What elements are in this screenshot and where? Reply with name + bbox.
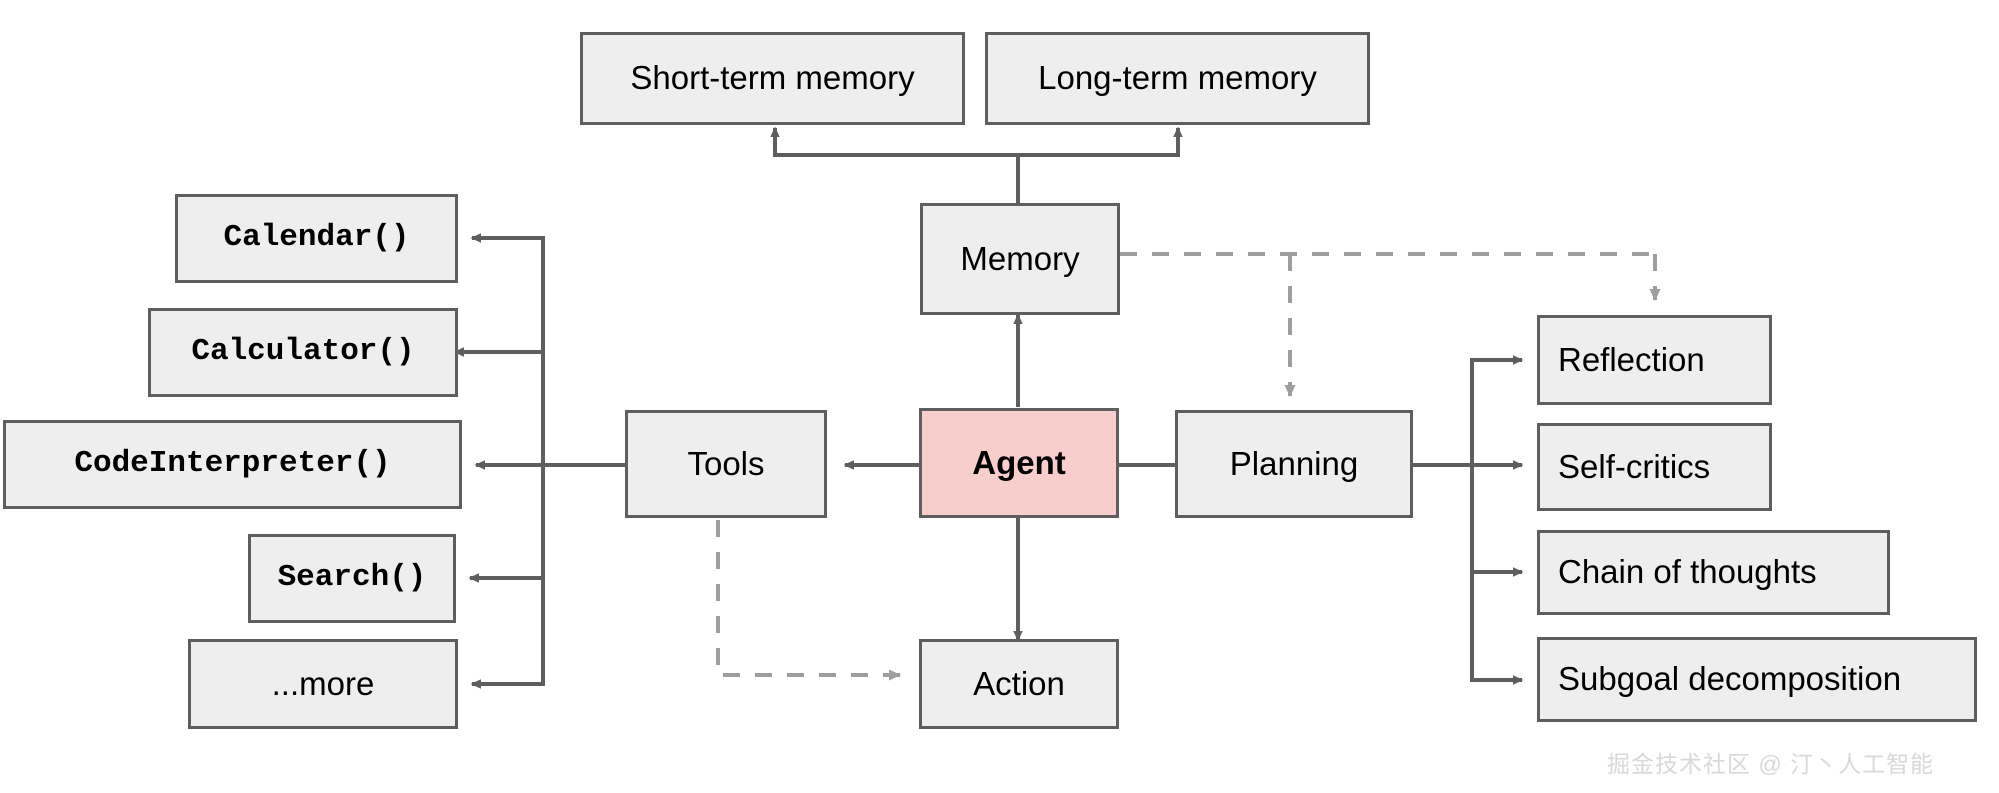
edge-planning-to-subgoal-decomposition [1470, 465, 1524, 685]
node-planning[interactable]: Planning [1175, 410, 1413, 518]
node-code-interpreter[interactable]: CodeInterpreter() [3, 420, 462, 509]
node-search[interactable]: Search() [248, 534, 456, 623]
edge-tools-to-action-dashed [716, 520, 901, 681]
node-short-term-memory[interactable]: Short-term memory [580, 32, 965, 125]
edge-memory-to-long-term [1018, 126, 1183, 157]
node-agent[interactable]: Agent [919, 408, 1119, 518]
node-subgoal-decomposition[interactable]: Subgoal decomposition [1537, 637, 1977, 722]
node-long-term-memory[interactable]: Long-term memory [985, 32, 1370, 125]
edge-tools-to-calendar [470, 233, 545, 465]
watermark-text: 掘金技术社区 @ 汀丶人工智能 [1607, 751, 1935, 777]
node-chain-of-thoughts[interactable]: Chain of thoughts [1537, 530, 1890, 615]
node-self-critics[interactable]: Self-critics [1537, 423, 1772, 511]
node-calendar[interactable]: Calendar() [175, 194, 458, 283]
node-more[interactable]: ...more [188, 639, 458, 729]
node-calculator[interactable]: Calculator() [148, 308, 458, 397]
edge-tools-to-more [470, 465, 545, 689]
edge-planning-to-reflection [1470, 355, 1524, 465]
node-reflection[interactable]: Reflection [1537, 315, 1772, 405]
edge-memory-to-short-term [770, 126, 1018, 157]
node-memory[interactable]: Memory [920, 203, 1120, 315]
node-tools[interactable]: Tools [625, 410, 827, 518]
node-action[interactable]: Action [919, 639, 1119, 729]
edge-planning-to-chain-of-thoughts [1470, 465, 1524, 577]
